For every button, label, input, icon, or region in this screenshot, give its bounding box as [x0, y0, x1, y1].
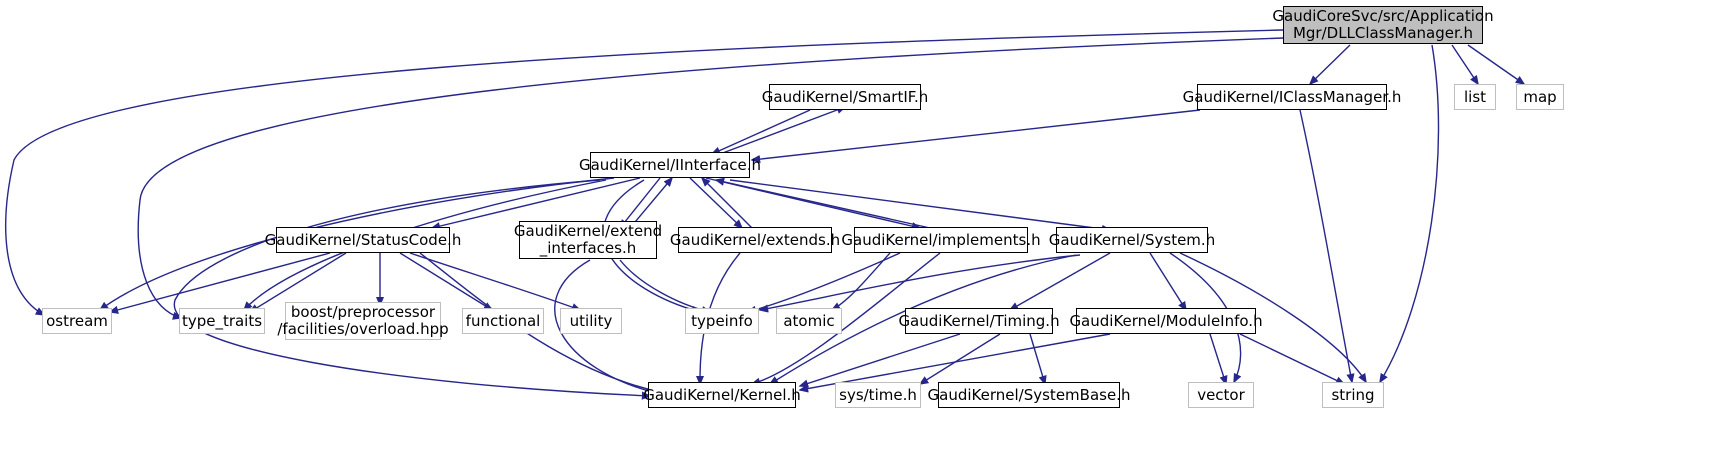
- graph-edge-moduleinfo-to-kernel: [798, 333, 1111, 393]
- graph-edge-iclassmanager-to-string: [1299, 109, 1355, 384]
- graph-node-type_traits[interactable]: type_traits: [179, 308, 265, 334]
- graph-edge-root-to-map: [1467, 44, 1526, 85]
- graph-node-kernel[interactable]: GaudiKernel/Kernel.h: [643, 382, 801, 408]
- graph-node-ostream[interactable]: ostream: [42, 308, 112, 334]
- graph-node-extendif[interactable]: GaudiKernel/extend _interfaces.h: [513, 221, 663, 259]
- graph-edge-root-to-list: [1451, 44, 1479, 86]
- graph-node-systime[interactable]: sys/time.h: [835, 382, 921, 408]
- graph-edge-moduleinfo-to-string: [1239, 333, 1346, 385]
- graph-node-extends[interactable]: GaudiKernel/extends.h: [670, 227, 840, 253]
- graph-edge-iinterface-to-system: [729, 179, 1112, 233]
- graph-node-functional[interactable]: functional: [462, 308, 544, 334]
- graph-edge-implements-to-atomic: [830, 252, 891, 311]
- graph-edge-root-to-ostream: [5, 29, 1284, 316]
- graph-node-list[interactable]: list: [1454, 84, 1496, 110]
- graph-edge-system-to-moduleinfo: [1149, 252, 1187, 312]
- graph-edge-smartif-to-iinterface: [710, 109, 811, 155]
- graph-edge-implements-to-iinterface: [714, 177, 931, 229]
- graph-edge-system-to-kernel: [768, 254, 1077, 385]
- graph-edge-iinterface-to-smartif: [719, 106, 847, 155]
- graph-node-iclassmanager[interactable]: GaudiKernel/IClassManager.h: [1183, 84, 1401, 110]
- graph-edge-system-to-typeinfo: [758, 254, 1081, 313]
- graph-edge-extendif-to-iinterface: [629, 176, 674, 229]
- graph-node-statuscode[interactable]: GaudiKernel/StatusCode.h: [265, 227, 461, 253]
- graph-edge-extends-to-iinterface: [700, 176, 753, 229]
- graph-edge-iinterface-to-extendif: [618, 177, 661, 230]
- graph-edge-root-to-string: [1379, 44, 1440, 384]
- graph-edge-timing-to-systembase: [1029, 333, 1047, 386]
- graph-edge-timing-to-systime: [918, 333, 1001, 385]
- graph-edge-statuscode-to-functional: [399, 252, 494, 311]
- graph-node-utility[interactable]: utility: [560, 308, 622, 334]
- graph-edge-root-to-type_traits: [137, 37, 1284, 320]
- graph-node-atomic[interactable]: atomic: [776, 308, 842, 334]
- graph-edge-iinterface-to-kernel: [173, 179, 652, 400]
- graph-edge-iinterface-to-extends: [689, 177, 744, 230]
- graph-edge-extendif-to-typeinfo: [619, 259, 712, 315]
- graph-node-boostpp[interactable]: boost/preprocessor /facilities/overload.…: [277, 302, 449, 340]
- graph-edge-system-to-timing: [1008, 252, 1111, 311]
- graph-node-typeinfo[interactable]: typeinfo: [685, 308, 759, 334]
- graph-node-map[interactable]: map: [1516, 84, 1564, 110]
- graph-edge-root-to-iclassmanager: [1308, 44, 1351, 86]
- graph-edge-iinterface-to-statuscode: [430, 177, 641, 231]
- graph-edge-system-to-string: [1179, 252, 1367, 384]
- graph-node-moduleinfo[interactable]: GaudiKernel/ModuleInfo.h: [1069, 308, 1263, 334]
- graph-node-iinterface[interactable]: GaudiKernel/IInterface.h: [579, 152, 761, 178]
- graph-edge-iclassmanager-to-iinterface: [750, 109, 1201, 164]
- graph-node-vector[interactable]: vector: [1188, 382, 1254, 408]
- graph-node-implements[interactable]: GaudiKernel/implements.h: [841, 227, 1041, 253]
- graph-edge-moduleinfo-to-vector: [1209, 333, 1228, 386]
- graph-node-string[interactable]: string: [1322, 382, 1384, 408]
- graph-node-timing[interactable]: GaudiKernel/Timing.h: [898, 308, 1060, 334]
- graph-node-systembase[interactable]: GaudiKernel/SystemBase.h: [928, 382, 1130, 408]
- graph-edge-statuscode-to-ostream: [108, 252, 331, 314]
- graph-node-root[interactable]: GaudiCoreSvc/src/Application Mgr/DLLClas…: [1272, 6, 1494, 44]
- graph-edge-timing-to-kernel: [798, 333, 961, 388]
- graph-edge-statuscode-to-type_traits: [248, 252, 347, 313]
- graph-node-smartif[interactable]: GaudiKernel/SmartIF.h: [762, 84, 928, 110]
- graph-node-system[interactable]: GaudiKernel/System.h: [1049, 227, 1215, 253]
